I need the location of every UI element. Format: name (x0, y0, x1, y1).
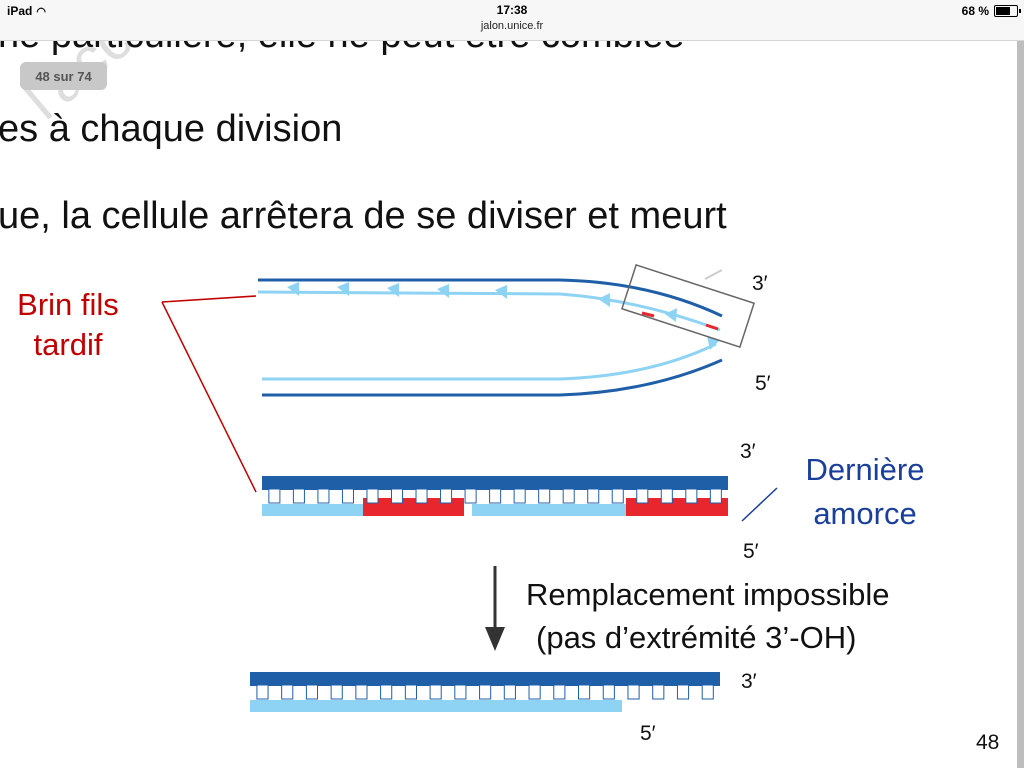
device-indicator: iPad◠ (7, 4, 46, 18)
base-pair (292, 488, 305, 504)
end-label-5-bot: 5′ (640, 722, 656, 745)
base-pair (429, 684, 442, 700)
base-pair (701, 684, 714, 700)
leading-strand (262, 342, 717, 381)
base-pair (454, 684, 467, 700)
slide-text-line-2: es à chaque division (0, 108, 343, 150)
end-label-3-top: 3′ (752, 272, 768, 295)
base-pair (489, 488, 502, 504)
replication-fork (257, 264, 756, 397)
pointer-line (161, 295, 257, 303)
base-pair (528, 684, 541, 700)
base-pair (281, 684, 294, 700)
base-pair (415, 488, 428, 504)
battery-indicator: 68 % (961, 4, 1021, 18)
direction-arrow (387, 283, 399, 297)
zoom-box (620, 264, 756, 348)
base-pair (317, 488, 330, 504)
shortened-duplex (250, 672, 720, 712)
base-pair (538, 488, 551, 504)
status-bar: iPad◠ 17:38 jalon.unice.fr 68 % (0, 0, 1024, 41)
base-pair (390, 488, 404, 504)
direction-arrow (437, 284, 449, 298)
end-label-3-mid: 3′ (740, 440, 756, 463)
base-pair (513, 488, 526, 504)
base-pair (578, 684, 591, 700)
page-number: 48 (976, 731, 1000, 754)
base-pair (305, 684, 319, 700)
derniere-pointer-line (741, 487, 778, 522)
down-arrow (485, 566, 505, 651)
rna-primer (363, 498, 464, 516)
base-pair (404, 684, 417, 700)
end-label-3-bot: 3′ (741, 670, 757, 693)
parental-strand-bottom (262, 358, 723, 397)
base-pair (440, 488, 453, 504)
clock: 17:38 (496, 3, 528, 17)
lagging-strand (257, 290, 721, 332)
base-pair (709, 488, 722, 504)
base-pair (652, 684, 665, 700)
direction-arrow (337, 282, 349, 296)
parental-strand (262, 476, 728, 490)
daughter-strand (250, 700, 622, 712)
base-pair (660, 488, 673, 504)
derniere-line-1: Dernière (805, 452, 925, 487)
remplacement-label: Remplacement impossible (pas d’extrémité… (526, 573, 890, 659)
base-pair (330, 684, 343, 700)
pointer-lines (161, 295, 257, 493)
base-pair (341, 488, 354, 504)
parental-strand (250, 672, 720, 686)
derniere-line-2: amorce (813, 496, 917, 531)
rna-primer (626, 498, 728, 516)
primer-segment (705, 323, 719, 331)
base-pair (268, 488, 281, 504)
derniere-amorce-label: Dernière amorce (790, 448, 940, 536)
direction-arrow (665, 308, 677, 322)
brin-fils-label: Brin fils tardif (6, 285, 130, 365)
direction-arrow (598, 293, 610, 307)
zoom-box-mark (704, 269, 723, 280)
battery-percent: 68 % (961, 4, 989, 18)
base-pair (602, 684, 615, 700)
base-pair (636, 488, 649, 504)
base-pair (627, 684, 640, 700)
base-pair (676, 684, 690, 700)
device-name: iPad (7, 4, 33, 18)
base-pair (553, 684, 566, 700)
brin-fils-line-2: tardif (33, 327, 103, 362)
base-pair (503, 684, 516, 700)
direction-arrow (495, 285, 507, 299)
parental-strand-top (258, 278, 723, 318)
pointer-line (161, 301, 257, 493)
battery-icon (994, 5, 1021, 17)
wifi-icon: ◠ (36, 6, 46, 18)
down-arrow-head (485, 627, 505, 651)
primer-segment (641, 311, 655, 318)
base-pair (256, 684, 269, 700)
base-pair (587, 488, 600, 504)
remplacement-line-1: Remplacement impossible (526, 577, 890, 612)
base-pair (611, 488, 624, 504)
direction-arrow (287, 282, 299, 296)
end-label-5-top: 5′ (755, 372, 771, 395)
base-pair (366, 488, 379, 504)
address-url[interactable]: jalon.unice.fr (480, 20, 544, 32)
end-label-5-mid: 5′ (743, 540, 759, 563)
page-indicator-badge[interactable]: 48 sur 74 (20, 62, 107, 90)
page-edge-shadow (1017, 40, 1024, 768)
base-pair (355, 684, 368, 700)
slide-text-line-3: ue, la cellule arrêtera de se diviser et… (0, 195, 727, 237)
brin-fils-line-1: Brin fils (17, 287, 119, 322)
base-pair (479, 684, 492, 700)
battery-fill (996, 7, 1010, 15)
duplex-with-primer (262, 476, 728, 516)
base-pair (685, 488, 698, 504)
base-pair (464, 488, 477, 504)
base-pair (380, 684, 393, 700)
base-pair (562, 488, 575, 504)
remplacement-line-2: (pas d’extrémité 3’-OH) (536, 620, 857, 655)
